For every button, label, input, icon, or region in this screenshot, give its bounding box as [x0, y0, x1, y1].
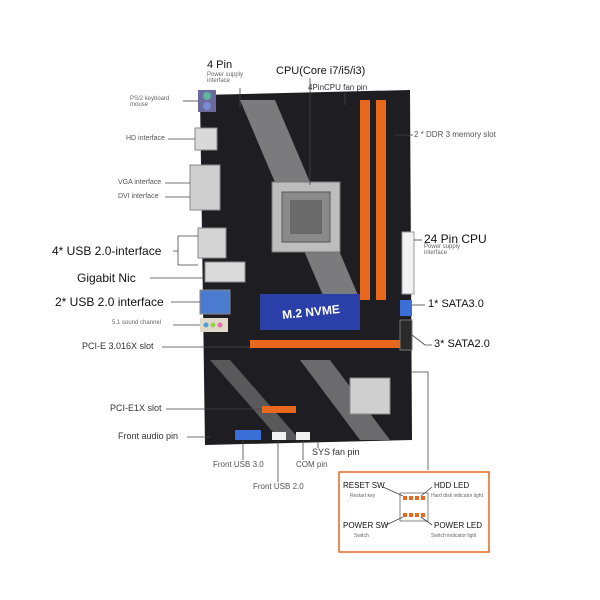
- hdmi-port: [194, 127, 218, 151]
- label-front-usb3: Front USB 3.0: [213, 460, 264, 469]
- ddr3-slot: [376, 100, 386, 300]
- sata2-ports: [399, 319, 413, 351]
- chipset-heatsink: [349, 377, 391, 415]
- label-gigabit-nic: Gigabit Nic: [77, 271, 136, 285]
- label-power-sub: Switch: [354, 533, 369, 539]
- com-header: [296, 432, 310, 440]
- label-ps2: PS/2 keyboard mouse: [130, 96, 170, 108]
- label-sys-fan: SYS fan pin: [312, 447, 360, 457]
- label-reset-sw: RESET SW: [343, 481, 385, 490]
- label-ddr3: 2 * DDR 3 memory slot: [414, 130, 496, 139]
- label-sata3: 1* SATA3.0: [428, 298, 484, 310]
- label-com: COM pin: [296, 460, 328, 469]
- label-cpu: CPU(Core i7/i5/i3): [276, 65, 366, 77]
- label-front-audio: Front audio pin: [118, 431, 179, 441]
- pcie16-slot: [250, 340, 400, 348]
- label-front-usb2: Front USB 2.0: [253, 482, 304, 491]
- label-cpu-fan: 4PinCPU fan pin: [308, 83, 368, 92]
- usb2-ports: [197, 227, 227, 259]
- front-panel-box: [338, 471, 490, 553]
- label-sound: 5.1 sound channel: [112, 320, 162, 326]
- ps2-port: [198, 90, 216, 112]
- label-4pin-sub: Power supply interface: [207, 72, 244, 84]
- label-sata2: 3* SATA2.0: [434, 338, 490, 350]
- 24pin-connector: [401, 231, 415, 295]
- label-pcie16: PCI-E 3.016X slot: [82, 341, 154, 351]
- front-usb3-header: [235, 430, 261, 440]
- label-power-sw: POWER SW: [343, 521, 389, 530]
- label-hd: HD interface: [126, 135, 165, 142]
- sata3-port: [400, 300, 412, 316]
- label-power-led: POWER LED: [434, 521, 483, 530]
- front-usb2-header: [272, 432, 286, 440]
- board-stripe: [210, 360, 300, 440]
- label-usb20-4: 4* USB 2.0-interface: [52, 244, 162, 258]
- label-dvi: DVI interface: [118, 193, 159, 200]
- label-usb20-2: 2* USB 2.0 interface: [55, 295, 164, 309]
- label-pcie1: PCI-E1X slot: [110, 403, 162, 413]
- nic-port: [204, 261, 246, 283]
- label-hdd-sub: Hard disk indicator light: [431, 493, 483, 499]
- label-4pin: 4 Pin: [207, 59, 233, 71]
- board-stripe: [300, 360, 390, 440]
- label-24pin: 24 Pin CPU: [424, 232, 487, 246]
- leader-lines: [150, 78, 432, 482]
- front-panel-pins: [382, 486, 433, 526]
- ddr3-slot: [360, 100, 370, 300]
- label-power-led-sub: Switch indicator light: [431, 533, 477, 539]
- vga-dvi-port: [189, 164, 221, 211]
- pcie1-slot: [262, 406, 296, 413]
- label-hdd-led: HDD LED: [434, 481, 470, 490]
- motherboard-pcb: [200, 90, 412, 445]
- label-vga: VGA interface: [118, 179, 162, 186]
- m2-slot: [260, 294, 360, 330]
- label-reset-sub: Restart key: [350, 493, 376, 499]
- usb2-blue-ports: [199, 289, 231, 315]
- label-24pin-sub: Power supply interface: [424, 244, 461, 256]
